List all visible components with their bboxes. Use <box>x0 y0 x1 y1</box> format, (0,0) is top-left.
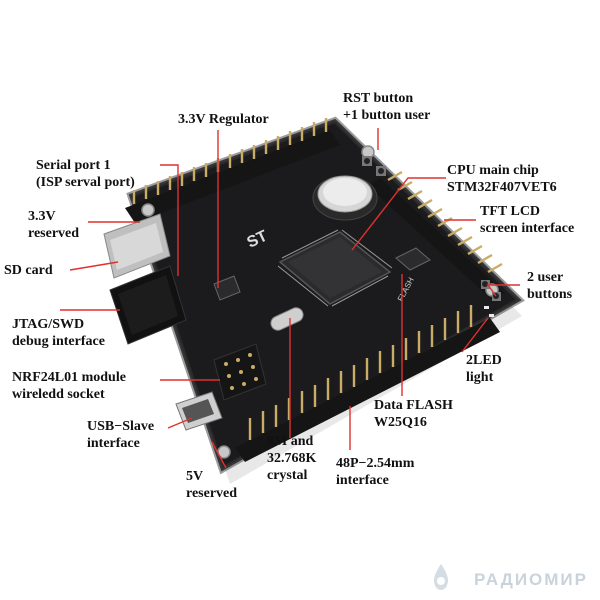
jtag-connector <box>109 265 187 345</box>
label-regulator: 3.3V Regulator <box>178 112 269 127</box>
label-serial-port: Serial port 1(ISP serval port) <box>36 158 135 190</box>
pin-header-tft <box>368 170 505 300</box>
flash-chip <box>395 247 431 271</box>
label-rst-button: RST button+1 button user <box>343 91 431 123</box>
watermark-logo <box>434 564 448 590</box>
cpu-chip <box>277 229 393 307</box>
sd-card-slot <box>103 213 171 279</box>
battery-holder <box>312 175 378 221</box>
nrf-socket <box>213 343 267 401</box>
watermark-text: РАДИОМИР <box>473 570 588 589</box>
regulator-chip <box>213 275 241 301</box>
leader-lines <box>60 128 520 469</box>
label-sd-card: SD card <box>4 263 53 278</box>
led-2 <box>489 314 494 317</box>
pin-header-bottom <box>235 305 500 462</box>
led-1 <box>484 306 489 309</box>
mount-hole-1 <box>141 203 155 217</box>
rst-buttons <box>362 156 386 176</box>
